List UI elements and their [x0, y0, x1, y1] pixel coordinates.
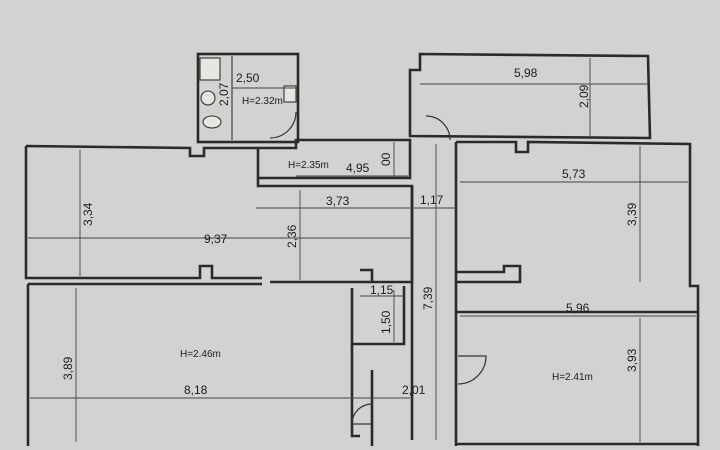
room-bottom-right-width: 5,96	[566, 301, 590, 315]
closet-width: 1,15	[370, 283, 394, 297]
corridor-vertical	[410, 142, 458, 446]
corridor-depth: 2,36	[285, 224, 299, 248]
storage-door-icon	[425, 115, 451, 141]
bathroom	[196, 52, 300, 144]
room-bottom-left-width: 8,18	[184, 383, 208, 397]
room-right-top	[456, 140, 700, 312]
corridor-length: 7,39	[421, 286, 435, 310]
sink-icon	[199, 57, 221, 81]
living-depth: 3,34	[81, 202, 95, 226]
room-right-top-width: 5,73	[562, 167, 586, 181]
bathroom-door-icon	[269, 111, 297, 139]
room-bottom-left	[26, 282, 410, 446]
closet	[350, 268, 406, 346]
bathroom-width: 2,50	[236, 71, 260, 85]
basin-icon	[200, 90, 216, 106]
corridor-gap: 1,17	[420, 193, 444, 207]
hallway-height: H=2.35m	[288, 160, 329, 171]
entry-door-icon	[351, 403, 373, 425]
corridor-width: 3,73	[326, 194, 350, 208]
hallway-small: 00	[379, 152, 393, 166]
storage-top-right	[408, 52, 652, 140]
room-bottom-left-depth: 3,89	[61, 356, 75, 380]
storage-depth: 2,09	[577, 84, 591, 108]
shower-icon	[283, 85, 297, 103]
right-door-icon	[457, 355, 487, 385]
inner-corridor	[256, 190, 410, 280]
room-bottom-right-height: H=2.41m	[552, 372, 593, 383]
living-width: 9,37	[204, 232, 228, 246]
room-right-top-depth: 3,39	[625, 202, 639, 226]
room-bottom-right-depth: 3,93	[625, 348, 639, 372]
hallway	[258, 138, 412, 180]
toilet-icon	[202, 115, 222, 129]
bathroom-height: H=2.32m	[242, 96, 283, 107]
hallway-width: 4,95	[346, 161, 370, 175]
bathroom-depth: 2,07	[217, 82, 231, 106]
room-bottom-left-height: H=2.46m	[180, 349, 221, 360]
room-bottom-right	[456, 310, 700, 446]
storage-width: 5,98	[514, 66, 538, 80]
closet-depth: 1,50	[379, 310, 393, 334]
entry-width: 2,01	[402, 383, 426, 397]
